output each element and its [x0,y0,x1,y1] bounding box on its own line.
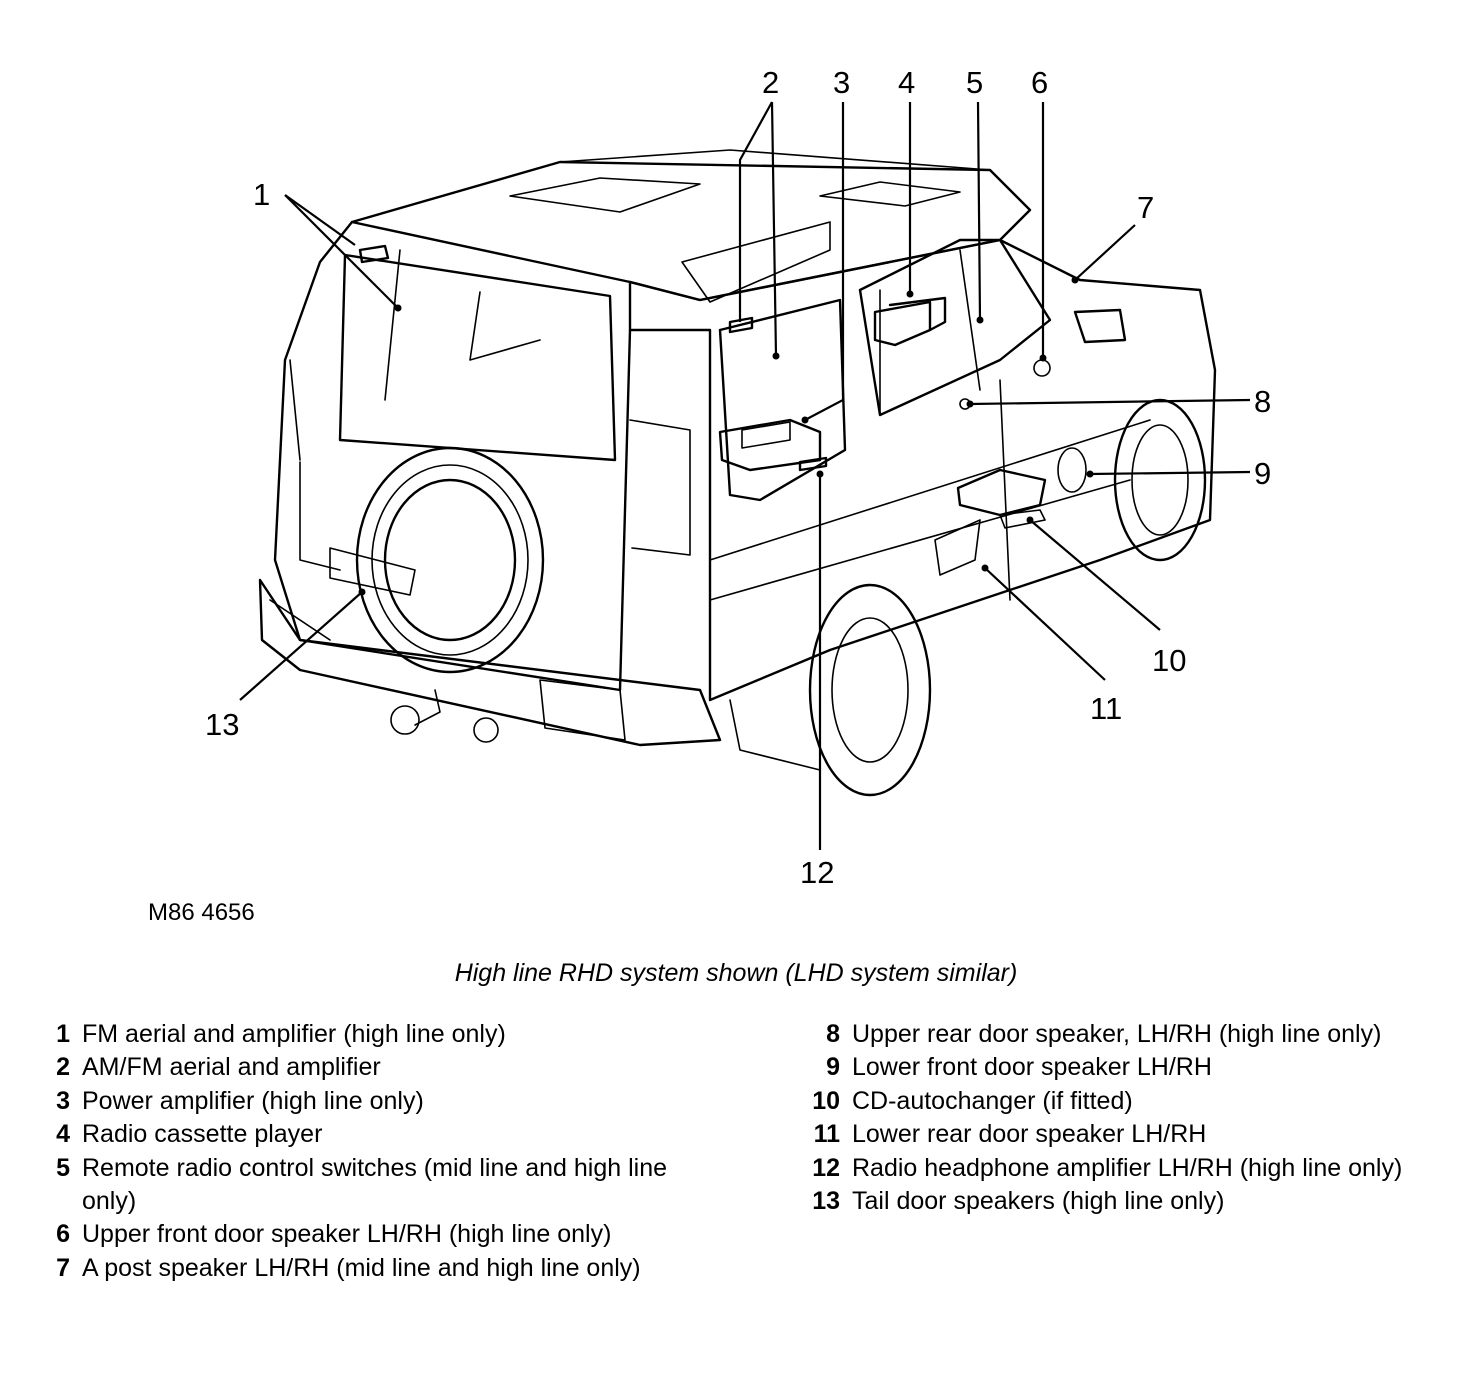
legend-right-column: 8 Upper rear door speaker, LH/RH (high li… [810,1018,1450,1218]
legend-item: 7 A post speaker LH/RH (mid line and high… [40,1252,680,1285]
callout-3: 3 [833,65,850,100]
legend-item: 9 Lower front door speaker LH/RH [810,1051,1450,1084]
legend-text: CD-autochanger (if fitted) [852,1086,1133,1115]
callout-9: 9 [1254,456,1271,491]
callout-11: 11 [1090,691,1122,726]
callout-8: 8 [1254,384,1271,419]
callout-12: 12 [800,855,834,890]
legend-number: 13 [812,1187,840,1216]
legend-item: 1 FM aerial and amplifier (high line only… [40,1018,680,1051]
legend-number: 10 [812,1086,840,1115]
callout-10: 10 [1152,643,1186,678]
callout-leaders [239,101,1251,850]
callout-7: 7 [1137,190,1154,225]
legend-item: 3 Power amplifier (high line only) [40,1085,680,1118]
legend-number: 4 [56,1120,70,1149]
legend-text: Upper front door speaker LH/RH (high lin… [82,1220,612,1249]
legend-item: 4 Radio cassette player [40,1118,680,1151]
legend-text: Radio cassette player [82,1120,323,1149]
legend-item: 5 Remote radio control switches (mid line… [40,1152,680,1219]
legend-text: Lower front door speaker LH/RH [852,1053,1212,1082]
legend-item: 13 Tail door speakers (high line only) [810,1185,1450,1218]
callout-2: 2 [762,65,779,100]
legend-text: FM aerial and amplifier (high line only) [82,1020,506,1048]
legend-text: Remote radio control switches (mid line … [82,1153,668,1216]
legend-item: 2 AM/FM aerial and amplifier [40,1051,680,1084]
legend-number: 7 [56,1253,70,1282]
legend-item: 12 Radio headphone amplifier LH/RH (high … [810,1152,1450,1185]
legend-number: 3 [56,1086,70,1115]
legend-text: Tail door speakers (high line only) [852,1187,1225,1216]
figure-caption: High line RHD system shown (LHD system s… [454,959,1018,987]
vehicle-diagram: 1 2 3 4 5 6 7 8 9 10 11 12 13 [205,65,1271,890]
callout-5: 5 [966,65,983,100]
callout-4: 4 [898,65,915,100]
legend-number: 11 [813,1120,840,1149]
legend-number: 2 [56,1053,70,1082]
legend-text: AM/FM aerial and amplifier [82,1053,381,1082]
legend-number: 1 [56,1020,70,1048]
legend-left-column: 1 FM aerial and amplifier (high line only… [40,1018,680,1285]
legend-number: 9 [826,1053,840,1082]
legend-number: 6 [56,1220,70,1249]
legend-item: 6 Upper front door speaker LH/RH (high li… [40,1218,680,1251]
figure-reference: M86 4656 [148,899,255,926]
legend-text: A post speaker LH/RH (mid line and high … [82,1253,641,1282]
legend-item: 11 Lower rear door speaker LH/RH [810,1118,1450,1151]
legend-number: 5 [56,1153,70,1182]
callout-1: 1 [253,177,270,212]
callout-13: 13 [205,707,239,742]
callout-6: 6 [1031,65,1048,100]
legend-text: Upper rear door speaker, LH/RH (high lin… [852,1020,1382,1048]
vehicle-outline [258,149,1217,797]
legend-item: 8 Upper rear door speaker, LH/RH (high li… [810,1018,1450,1051]
callout-numbers: 1 2 3 4 5 6 7 8 9 10 11 12 13 [205,65,1271,890]
legend-number: 8 [826,1020,840,1048]
legend-item: 10 CD-autochanger (if fitted) [810,1085,1450,1118]
legend-text: Radio headphone amplifier LH/RH (high li… [852,1153,1403,1182]
legend-number: 12 [812,1153,840,1182]
legend-text: Lower rear door speaker LH/RH [852,1120,1207,1149]
legend-text: Power amplifier (high line only) [82,1086,424,1115]
